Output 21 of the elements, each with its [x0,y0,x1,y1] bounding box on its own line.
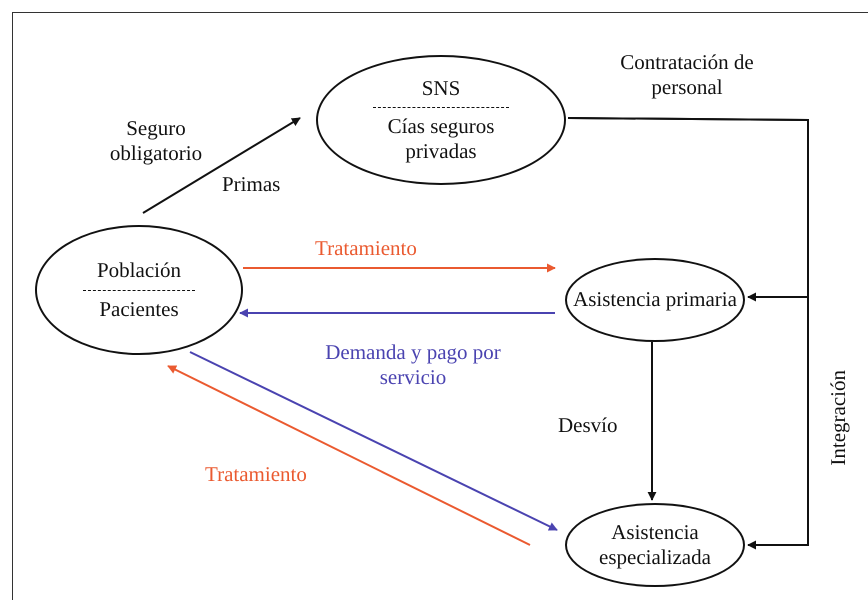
node-text: Pacientes [99,296,179,322]
arrow [142,117,301,214]
arrow [648,342,656,501]
edge-label: Tratamiento [205,462,307,488]
edge-label: Integración [826,370,851,466]
edge-label: Demanda y pago por servicio [324,340,502,390]
edge-label: Primas [222,172,280,198]
edge-label: Desvío [558,413,618,438]
arrow [568,117,809,550]
arrow [239,308,555,318]
node-text: Cías seguros privadas [386,114,496,164]
arrow [190,351,558,531]
node-text: Asistencia especializada [598,520,712,570]
arrow [167,365,530,546]
node-text: Asistencia primaria [573,287,737,313]
edge-label: Tratamiento [315,236,417,262]
text-label: Seguro obligatorio [108,116,204,166]
arrow [243,264,556,272]
node-text: Población [97,258,181,284]
edge-label: Contratación de personal [619,50,755,100]
node-text: SNS [422,76,460,101]
